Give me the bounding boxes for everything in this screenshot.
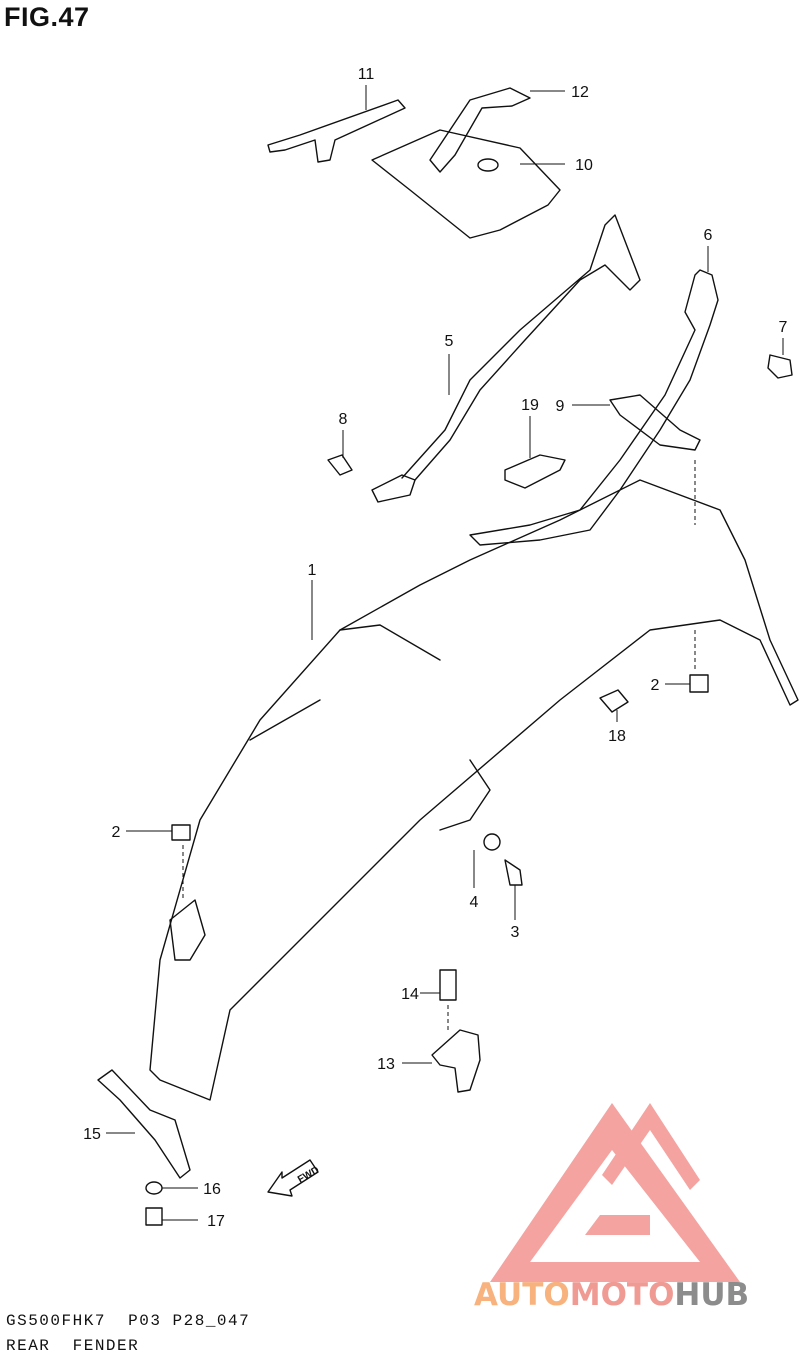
footer-section-name: REAR FENDER	[6, 1337, 140, 1355]
callout-17: 17	[207, 1213, 225, 1230]
callout-15: 15	[83, 1126, 101, 1143]
brand-moto: MOTO	[569, 1277, 675, 1313]
callout-3: 3	[511, 924, 520, 941]
callout-14: 14	[401, 986, 419, 1003]
part-16-shape	[145, 1181, 163, 1195]
fwd-label: FWD	[296, 1165, 321, 1186]
callout-19: 19	[521, 397, 539, 414]
callout-6: 6	[704, 227, 713, 244]
part-10-shape	[371, 129, 561, 239]
part-1-shape	[149, 479, 799, 1101]
part-4-shape	[483, 833, 501, 851]
callout-8: 8	[339, 411, 348, 428]
leader-lines	[106, 85, 784, 1221]
callout-18: 18	[608, 728, 626, 745]
watermark-logo-icon	[490, 1103, 740, 1282]
callout-labels: 1 2 2 5 3 4 6 7 8 9 10 11 12 13 14 15 16…	[83, 66, 787, 1230]
part-15-shape	[97, 1069, 191, 1179]
part-8-shape	[327, 454, 353, 476]
callout-4: 4	[470, 894, 479, 911]
part-5-shape	[371, 214, 641, 503]
part-9-shape	[609, 394, 701, 451]
part-12-shape	[429, 87, 531, 173]
part-3-shape	[504, 859, 523, 886]
part-6-shape	[469, 269, 719, 546]
brand-auto: AUTO	[474, 1277, 570, 1313]
callout-5: 5	[445, 333, 454, 350]
callout-2b: 2	[651, 677, 660, 694]
part-17-shape	[145, 1207, 163, 1226]
callout-12: 12	[571, 84, 589, 101]
callout-10: 10	[575, 157, 593, 174]
part-14-shape	[439, 969, 457, 1001]
part-19-shape	[504, 454, 566, 489]
callout-2a: 2	[112, 824, 121, 841]
part-13-shape	[431, 1029, 481, 1093]
part-18-shape	[599, 689, 629, 713]
callout-7: 7	[779, 319, 788, 336]
watermark-brand: AUTOMOTOHUB	[474, 1277, 749, 1313]
brand-hub: HUB	[674, 1277, 750, 1313]
callout-1: 1	[308, 562, 317, 579]
callout-13: 13	[377, 1056, 395, 1073]
callout-16: 16	[203, 1181, 221, 1198]
part-11-shape	[267, 99, 406, 163]
figure-title: FIG.47	[4, 2, 90, 32]
part-2-shape-b	[689, 674, 709, 693]
fwd-arrow-icon	[267, 1159, 319, 1197]
footer-model-code: GS500FHK7 P03 P28_047	[6, 1312, 251, 1330]
callout-9: 9	[556, 398, 565, 415]
part-2-shape-a	[171, 824, 191, 841]
callout-11: 11	[358, 66, 375, 83]
part-7-shape	[767, 354, 793, 379]
